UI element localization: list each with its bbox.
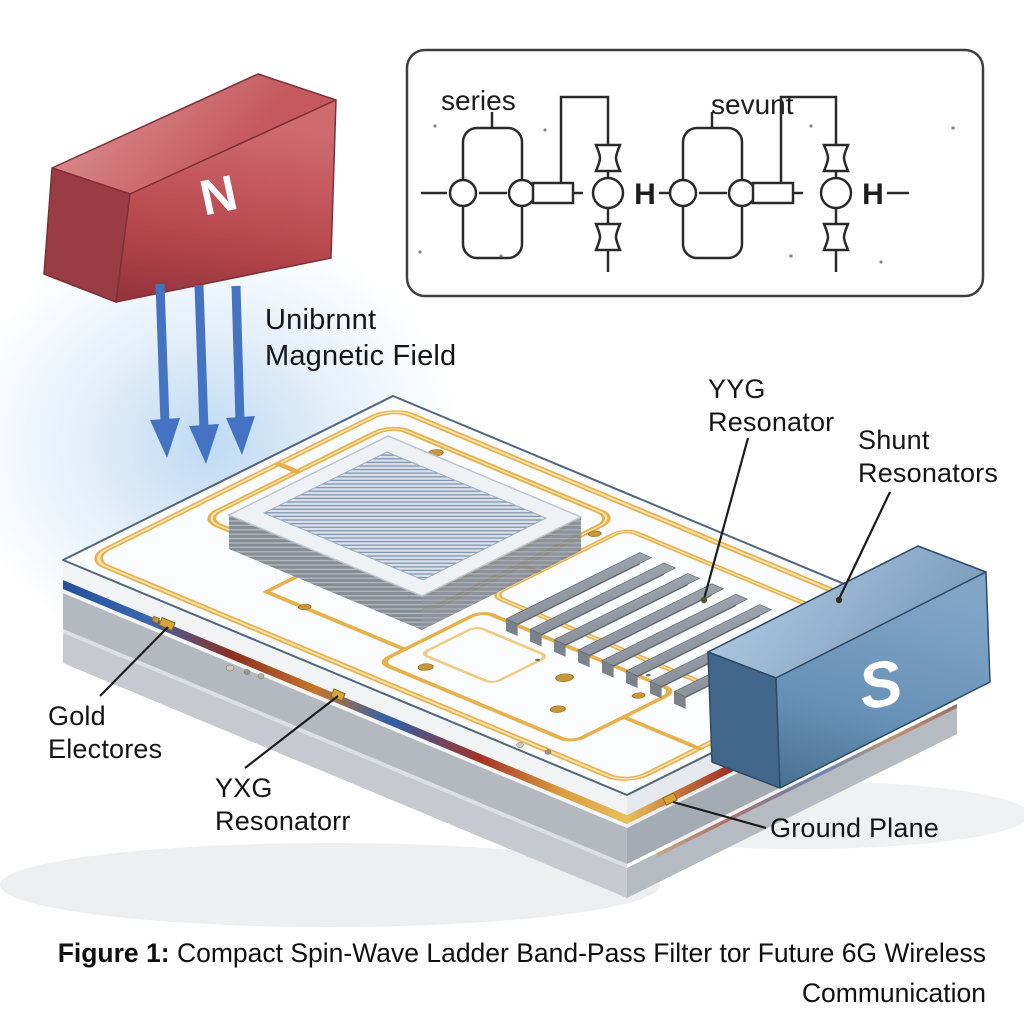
gold-electrodes-label: Gold Electores [48,701,163,765]
lower-slab-right-side [627,704,957,898]
ground-plane-label: Ground Plane [770,813,940,843]
figure-caption: Figure 1: Compact Spin-Wave Ladder Band-… [54,934,986,1014]
field-annotation-line2: Magnetic Field [265,339,457,372]
shunt-leader-line [838,491,891,600]
gold-leader-line [99,626,169,697]
edge-stripe-left [63,580,627,824]
yig-resonator-label: YYG Resonator [708,374,835,438]
gold-electrode-nub [151,615,176,632]
side-specks [225,664,552,755]
ground-plane-nub [662,792,678,806]
shunt-resonators-label: Shunt Resonators [858,425,999,489]
yig-right-side [422,517,581,630]
lower-slab-left-side [63,633,627,898]
caption-line2: Communication [801,977,986,1008]
yxg-leader-line [244,695,339,769]
yig-hatched-surface [262,451,548,581]
field-annotation: Unibrnnt Magnetic Field [265,303,456,375]
yig-leader-line [702,437,750,600]
port-h-label-1: H [634,178,656,211]
yig-film-block [227,435,583,630]
circuit-schematic-inset: series sevunt [405,48,985,298]
yig-left-side [229,515,422,630]
leader-dots [700,596,843,604]
caption-line1: Compact Spin-Wave Ladder Band-Pass Filte… [169,938,986,968]
magnet-south: S [707,545,991,789]
inset-specks [418,124,955,264]
yxg-resonator-label: YXG Resonatorr [215,773,351,837]
magnet-north: N [43,73,337,303]
port-h-label-2: H [862,178,884,211]
yxg-resonator-nub [330,688,346,702]
lower-slab-lip [63,629,627,868]
field-annotation-line1: Unibrnnt [265,304,377,336]
series-label: series [441,85,516,116]
leader-lines [99,437,891,830]
ground-leader-line [672,800,767,830]
magnetic-field-arrows [150,283,255,464]
substrate-left-side [63,593,627,864]
top-slab-left-side [63,560,627,815]
ladder-circuit [421,95,909,272]
caption-prefix: Figure 1: [57,938,170,968]
